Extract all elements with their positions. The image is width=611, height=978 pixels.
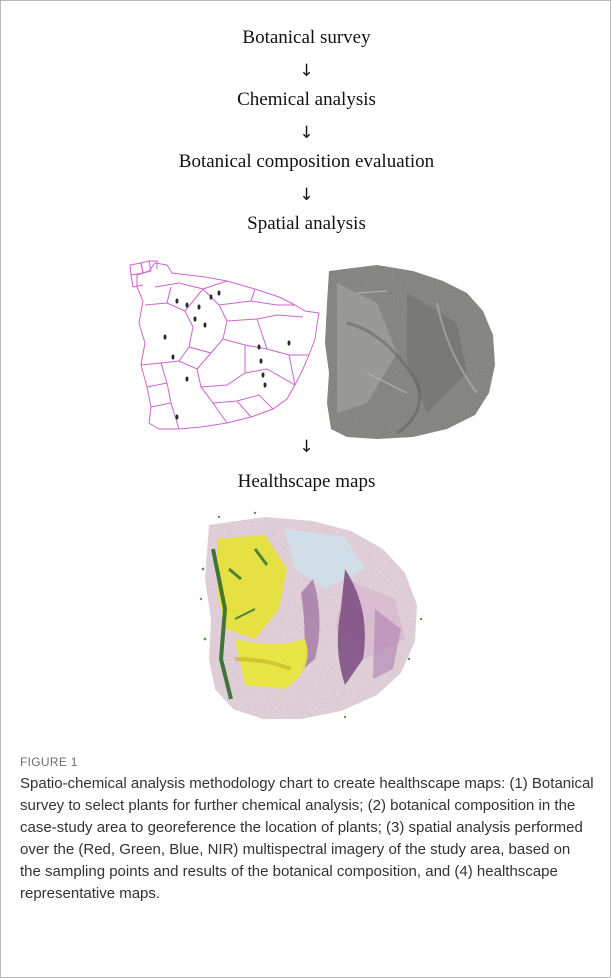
flow-arrow-icon: ↓ xyxy=(1,125,611,142)
step-botanical-survey: Botanical survey xyxy=(1,27,611,49)
flow-arrow-icon: ↓ xyxy=(1,439,611,456)
flow-arrow-icon: ↓ xyxy=(1,187,611,204)
figure-caption: Spatio-chemical analysis methodology cha… xyxy=(20,773,595,905)
step-botanical-composition: Botanical composition evaluation xyxy=(1,151,611,173)
satellite-image xyxy=(317,263,497,443)
healthscape-map-image xyxy=(195,509,433,725)
step-healthscape-maps: Healthscape maps xyxy=(1,471,611,493)
flow-arrow-icon: ↓ xyxy=(1,63,611,80)
figure-label: FIGURE 1 xyxy=(20,755,78,769)
parcel-map-image xyxy=(127,257,327,435)
step-spatial-analysis: Spatial analysis xyxy=(1,213,611,235)
step-chemical-analysis: Chemical analysis xyxy=(1,89,611,111)
